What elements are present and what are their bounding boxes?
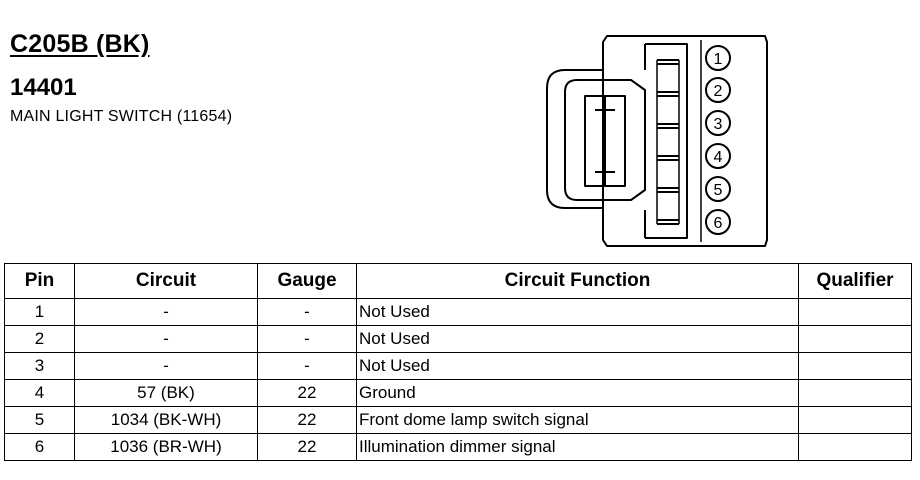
cell-pin: 2 [4,325,75,353]
cell-circuit: 57 (BK) [74,379,258,407]
cell-gauge: - [257,352,357,380]
connector-title: C205B (BK) [10,30,150,58]
connector-face-diagram: 1 2 3 4 5 6 [546,35,768,247]
cell-function: Not Used [356,352,799,380]
table-row: 3 - - Not Used [4,352,912,380]
cell-pin: 4 [4,379,75,407]
pin-circle-4 [705,143,731,169]
cell-qualifier [798,379,912,407]
cell-qualifier [798,433,912,461]
table-row: 4 57 (BK) 22 Ground [4,379,912,407]
pin-circle-5 [705,176,731,202]
table-row: 1 - - Not Used [4,298,912,326]
pinout-table: Pin Circuit Gauge Circuit Function Quali… [4,263,912,461]
cell-function: Front dome lamp switch signal [356,406,799,434]
cell-pin: 1 [4,298,75,326]
header-gauge: Gauge [257,263,357,299]
cell-qualifier [798,352,912,380]
cell-circuit: 1036 (BR-WH) [74,433,258,461]
pin-circle-3 [705,110,731,136]
pin-number-5: 5 [714,182,723,199]
cell-qualifier [798,325,912,353]
table-header-row: Pin Circuit Gauge Circuit Function Quali… [4,263,912,299]
cell-function: Ground [356,379,799,407]
pin-circle-6 [705,209,731,235]
cell-gauge: 22 [257,406,357,434]
pin-number-6: 6 [714,215,723,232]
cell-pin: 3 [4,352,75,380]
cell-qualifier [798,298,912,326]
cell-gauge: - [257,298,357,326]
pin-number-1: 1 [714,51,723,68]
cell-function: Not Used [356,298,799,326]
cell-pin: 6 [4,433,75,461]
pin-number-4: 4 [714,149,723,166]
cell-gauge: 22 [257,379,357,407]
pin-number-3: 3 [714,116,723,133]
header-circuit: Circuit [74,263,258,299]
connector-latch [546,69,603,209]
part-number: 14401 [10,74,77,101]
cell-qualifier [798,406,912,434]
cell-circuit: - [74,352,258,380]
header-circuit-function: Circuit Function [356,263,799,299]
pin-circle-1 [705,45,731,71]
cell-function: Illumination dimmer signal [356,433,799,461]
cell-gauge: - [257,325,357,353]
cell-function: Not Used [356,325,799,353]
table-row: 5 1034 (BK-WH) 22 Front dome lamp switch… [4,406,912,434]
table-row: 2 - - Not Used [4,325,912,353]
component-description: MAIN LIGHT SWITCH (11654) [10,108,233,125]
cell-circuit: - [74,325,258,353]
cell-gauge: 22 [257,433,357,461]
pin-circle-2 [705,77,731,103]
table-row: 6 1036 (BR-WH) 22 Illumination dimmer si… [4,433,912,461]
cell-pin: 5 [4,406,75,434]
pin-number-2: 2 [714,83,723,100]
cell-circuit: - [74,298,258,326]
cell-circuit: 1034 (BK-WH) [74,406,258,434]
header-qualifier: Qualifier [798,263,912,299]
header-pin: Pin [4,263,75,299]
connector-housing [602,35,768,247]
